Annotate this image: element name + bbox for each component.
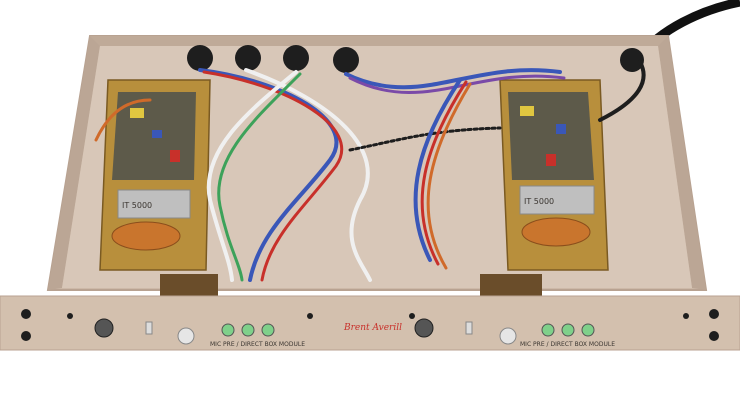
led-indicator [541,323,555,337]
toggle-switch [145,321,153,335]
power-inlet [620,48,644,72]
transformer-label: IT 5000 [122,201,152,210]
transformer-label: IT 5000 [524,197,554,206]
transformer-case [117,189,191,219]
rear-connectors [187,45,644,73]
module-text-left: MIC PRE / DIRECT BOX MODULE [210,341,305,348]
module-text-right: MIC PRE / DIRECT BOX MODULE [520,341,615,348]
front-panel: MIC PRE / DIRECT BOX MODULE Brent Averil… [0,295,740,351]
capacitor [152,130,162,138]
panel-screw [409,313,415,319]
led-indicator [261,323,275,337]
rack-screw [21,309,31,319]
transformer-case [519,185,595,215]
xlr-connector [235,45,261,71]
right-module: IT 5000 [480,79,609,298]
capacitor [130,108,144,118]
capacitor [520,106,534,116]
rack-screw [709,309,719,319]
panel-screw [67,313,73,319]
led-indicator [241,323,255,337]
wire-harness [94,60,646,282]
left-side-wall [48,36,100,290]
instrument-jack [414,318,434,338]
left-module: IT 5000 [99,79,218,298]
led-indicator [561,323,575,337]
shield-plate [160,274,218,298]
rear-lip [90,36,668,46]
rack-screw [709,331,719,341]
led-indicator [221,323,235,337]
led-indicator [581,323,595,337]
rack-screw [21,331,31,341]
brand-logo: Brent Averill [343,323,402,333]
xlr-connector [187,45,213,71]
circuit-board [508,92,594,180]
panel-screw [307,313,313,319]
toggle-switch [465,321,473,335]
panel-screw [683,313,689,319]
shield-plate [480,274,542,298]
capacitor [546,154,556,166]
right-side-wall [658,36,706,290]
gain-knob [177,327,195,345]
transformer-coil [521,217,591,247]
gain-knob [499,327,517,345]
xlr-connector [283,45,309,71]
instrument-jack [94,318,114,338]
panel-face [0,295,740,351]
capacitor [170,150,180,162]
capacitor [556,124,566,134]
xlr-connector [333,47,359,73]
transformer-coil [111,221,181,251]
